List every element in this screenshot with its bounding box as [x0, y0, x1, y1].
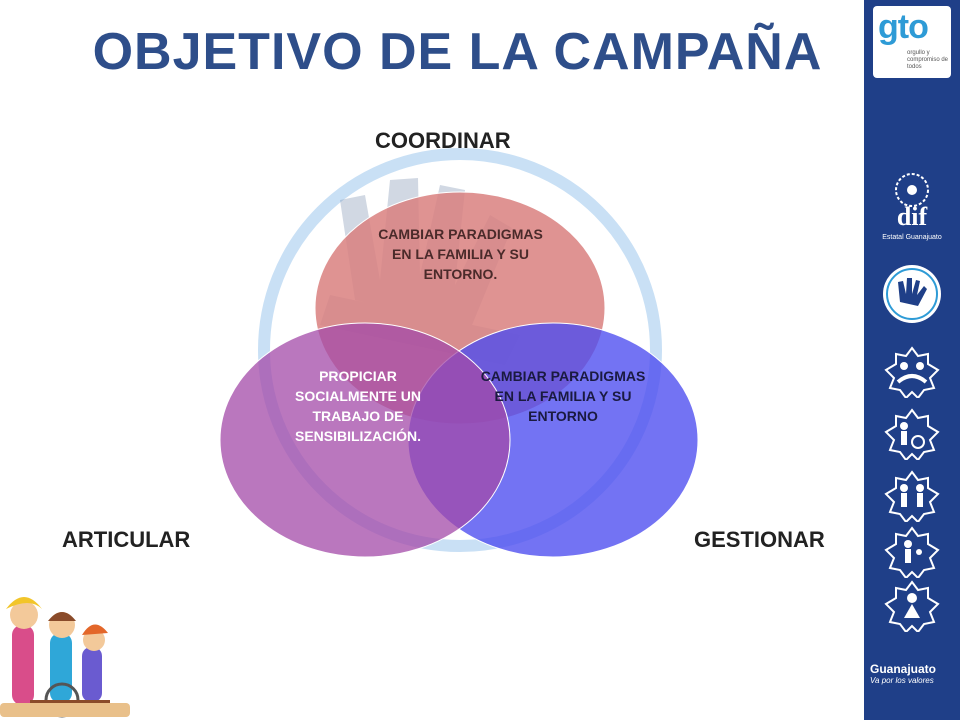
footer-motto: Va por los valores [870, 676, 934, 685]
circle-top-text: CAMBIAR PARADIGMAS EN LA FAMILIA Y SU EN… [378, 226, 543, 282]
dif-text: dif [896, 202, 928, 231]
label-coordinar: COORDINAR [375, 128, 511, 153]
sidebar: gto orgullo y compromiso de todos dif Es… [864, 0, 960, 720]
footer-name: Guanajuato [870, 662, 937, 676]
watermark-ring [258, 148, 662, 552]
family-disability-icon [884, 408, 940, 460]
circle-right-text: CAMBIAR PARADIGMAS EN LA FAMILIA Y SU EN… [480, 368, 646, 424]
family-icon [884, 346, 940, 398]
finger-puppets-illustration [0, 597, 130, 718]
person-icon [884, 580, 940, 632]
gto-logo-text: gto [878, 8, 929, 46]
page-title: OBJETIVO DE LA CAMPAÑA [92, 23, 823, 81]
dif-sub: Estatal Guanajuato [882, 234, 942, 241]
circle-left-text: PROPICIAR SOCIALMENTE UN TRABAJO DE SENS… [294, 368, 421, 444]
gto-logo-icon: gto orgullo y compromiso de todos [873, 6, 951, 78]
hand-campaign-icon [883, 265, 941, 323]
circle-left [219, 322, 511, 558]
gto-logo-sub: orgullo y compromiso de todos [907, 50, 949, 70]
sidebar-footer: Guanajuato Va por los valores [870, 662, 956, 685]
parents-child-icon [884, 470, 940, 522]
label-gestionar: GESTIONAR [694, 527, 825, 552]
dif-logo-icon: dif Estatal Guanajuato [882, 168, 942, 248]
parent-child-icon [884, 526, 940, 578]
label-articular: ARTICULAR [62, 527, 191, 552]
